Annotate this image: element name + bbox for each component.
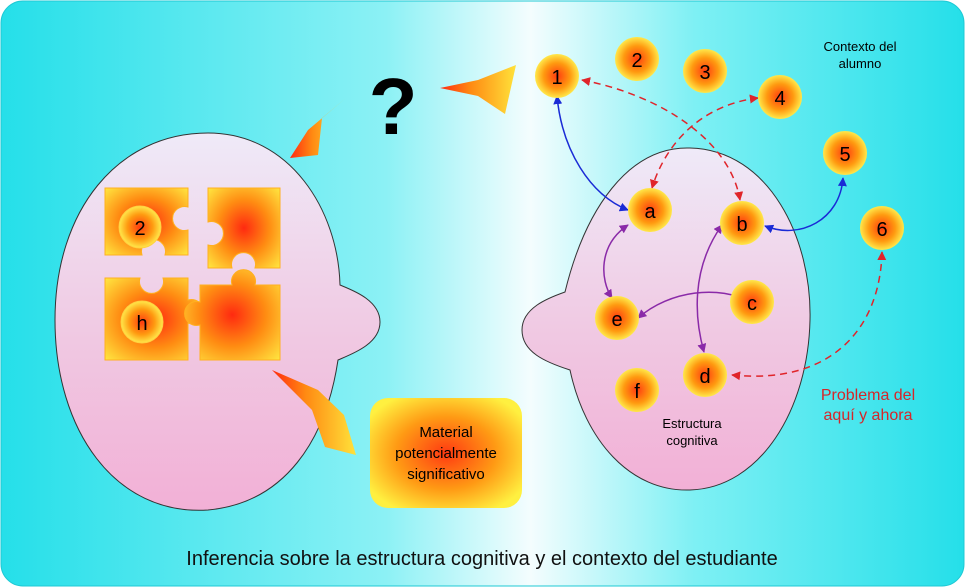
structure-node-label: a xyxy=(644,201,656,223)
material-label-line-1: Material xyxy=(419,424,472,441)
arrow-to-material-icon xyxy=(272,370,356,455)
structure-node-label: b xyxy=(736,214,747,236)
context-node-label: 6 xyxy=(876,219,887,241)
material-label-line-2: potencialmente xyxy=(395,445,497,462)
context-node-label: 5 xyxy=(839,144,850,166)
context-node-label: 2 xyxy=(631,50,642,72)
material-label-line-3: significativo xyxy=(407,466,485,483)
structure-node-f: f xyxy=(615,368,659,412)
context-node-2: 2 xyxy=(615,37,659,81)
context-node-label: 4 xyxy=(774,88,785,110)
caption: Inferencia sobre la estructura cognitiva… xyxy=(186,548,777,570)
context-node-5: 5 xyxy=(823,131,867,175)
structure-node-e: e xyxy=(595,296,639,340)
link-6-d xyxy=(731,251,887,381)
puzzle-node-h: h xyxy=(120,300,164,344)
puzzle-node-label: h xyxy=(136,313,147,335)
link-a-e xyxy=(603,224,629,299)
context-label-line-2: alumno xyxy=(839,56,882,71)
structure-node-c: c xyxy=(730,280,774,324)
link-1-a xyxy=(553,95,629,212)
puzzle-piece-top-right xyxy=(207,187,281,269)
problem-label-line-1: Problema del xyxy=(821,387,915,404)
problem-label-line-2: aquí y ahora xyxy=(824,407,913,424)
structure-label-line-1: Estructura xyxy=(662,416,722,431)
link-b-d xyxy=(696,224,723,353)
context-node-1: 1 xyxy=(535,54,579,98)
links xyxy=(553,77,887,381)
arrow-to-head-icon xyxy=(290,98,346,158)
puzzle-node-label: 2 xyxy=(134,218,145,240)
structure-node-label: d xyxy=(699,366,710,388)
material-box xyxy=(370,398,522,508)
puzzle-node-2: 2 xyxy=(118,205,162,249)
context-label-line-1: Contexto del xyxy=(824,39,897,54)
context-node-label: 1 xyxy=(551,67,562,89)
link-b-5 xyxy=(764,177,847,234)
context-node-label: 3 xyxy=(699,62,710,84)
structure-node-a: a xyxy=(628,188,672,232)
context-node-4: 4 xyxy=(758,75,802,119)
link-4-a xyxy=(650,94,759,189)
arrow-to-question-icon xyxy=(440,65,516,114)
structure-node-label: c xyxy=(747,293,757,315)
context-node-3: 3 xyxy=(683,49,727,93)
puzzle-piece-bottom-right xyxy=(184,269,281,361)
structure-node-d: d xyxy=(683,353,727,397)
structure-node-label: f xyxy=(634,381,640,403)
structure-node-label: e xyxy=(611,309,622,331)
question-mark: ? xyxy=(369,62,418,151)
structure-node-b: b xyxy=(720,201,764,245)
context-node-6: 6 xyxy=(860,206,904,250)
structure-label-line-2: cognitiva xyxy=(666,433,718,448)
